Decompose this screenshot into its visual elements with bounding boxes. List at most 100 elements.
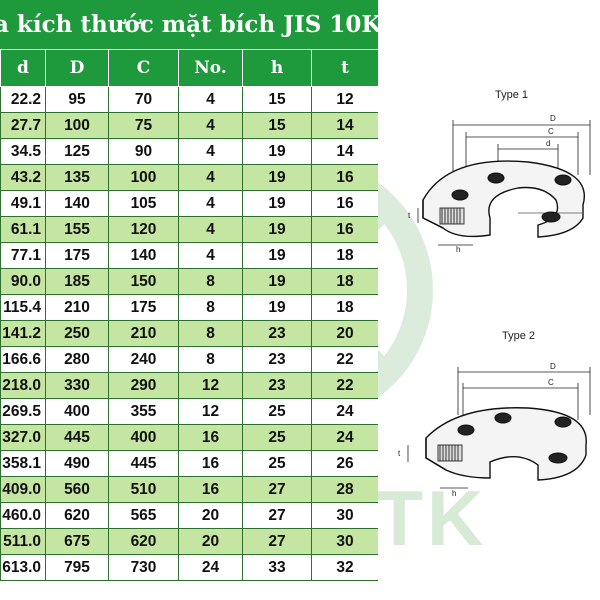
type2-dim-C: C (548, 378, 554, 387)
cell-D: 560 (45, 476, 109, 503)
cell-D: 675 (45, 528, 109, 555)
cell-d: 49.1 (0, 190, 46, 217)
cell-D: 490 (45, 450, 109, 477)
column-header-C: C (108, 49, 179, 87)
cell-h: 27 (242, 528, 312, 555)
cell-C: 730 (108, 554, 179, 581)
cell-D: 620 (45, 502, 109, 529)
cell-D: 210 (45, 294, 109, 321)
type2-dim-h: h (452, 489, 456, 498)
cell-h: 19 (242, 216, 312, 243)
cell-t: 18 (311, 242, 378, 269)
cell-h: 19 (242, 190, 312, 217)
cell-t: 30 (311, 502, 378, 529)
cell-h: 23 (242, 320, 312, 347)
cell-d: 34.5 (0, 138, 46, 165)
column-header-d: d (0, 49, 46, 87)
cell-C: 400 (108, 424, 179, 451)
cell-h: 19 (242, 164, 312, 191)
cell-no: 4 (178, 86, 243, 113)
cell-C: 510 (108, 476, 179, 503)
cell-C: 105 (108, 190, 179, 217)
cell-t: 18 (311, 268, 378, 295)
cell-D: 445 (45, 424, 109, 451)
cell-C: 140 (108, 242, 179, 269)
table-title: a kích thước mặt bích JIS 10K (0, 0, 378, 49)
column-header-no: No. (178, 49, 243, 87)
cell-no: 24 (178, 554, 243, 581)
flange-size-table: a kích thước mặt bích JIS 10K d D C No. … (0, 0, 378, 581)
cell-t: 22 (311, 346, 378, 373)
cell-no: 20 (178, 528, 243, 555)
cell-t: 22 (311, 372, 378, 399)
cell-no: 8 (178, 268, 243, 295)
cell-d: 327.0 (0, 424, 46, 451)
type1-dim-D: D (550, 114, 556, 123)
cell-d: 358.1 (0, 450, 46, 477)
cell-C: 70 (108, 86, 179, 113)
cell-h: 19 (242, 268, 312, 295)
cell-h: 23 (242, 346, 312, 373)
cell-no: 8 (178, 346, 243, 373)
cell-D: 125 (45, 138, 109, 165)
cell-d: 409.0 (0, 476, 46, 503)
cell-C: 120 (108, 216, 179, 243)
cell-D: 400 (45, 398, 109, 425)
cell-h: 19 (242, 242, 312, 269)
cell-d: 269.5 (0, 398, 46, 425)
cell-D: 175 (45, 242, 109, 269)
cell-C: 100 (108, 164, 179, 191)
cell-D: 250 (45, 320, 109, 347)
cell-D: 135 (45, 164, 109, 191)
cell-no: 12 (178, 398, 243, 425)
cell-no: 8 (178, 294, 243, 321)
cell-C: 445 (108, 450, 179, 477)
type1-flange-drawing: D C d t h (408, 114, 591, 254)
cell-no: 4 (178, 190, 243, 217)
column-header-D: D (45, 49, 109, 87)
cell-d: 115.4 (0, 294, 46, 321)
cell-no: 4 (178, 216, 243, 243)
type1-dim-t: t (408, 211, 411, 220)
cell-D: 95 (45, 86, 109, 113)
cell-C: 355 (108, 398, 179, 425)
cell-h: 19 (242, 138, 312, 165)
cell-h: 33 (242, 554, 312, 581)
cell-t: 12 (311, 86, 378, 113)
cell-C: 290 (108, 372, 179, 399)
cell-d: 27.7 (0, 112, 46, 139)
cell-t: 14 (311, 112, 378, 139)
type1-dim-h: h (456, 245, 460, 254)
cell-d: 43.2 (0, 164, 46, 191)
cell-h: 19 (242, 294, 312, 321)
cell-no: 16 (178, 424, 243, 451)
cell-h: 27 (242, 502, 312, 529)
cell-t: 24 (311, 398, 378, 425)
cell-h: 25 (242, 424, 312, 451)
cell-C: 150 (108, 268, 179, 295)
cell-h: 15 (242, 112, 312, 139)
cell-D: 140 (45, 190, 109, 217)
cell-no: 16 (178, 450, 243, 477)
type2-dim-D: D (550, 362, 556, 371)
type2-label: Type 2 (502, 330, 536, 342)
cell-no: 4 (178, 112, 243, 139)
cell-t: 28 (311, 476, 378, 503)
cell-d: 141.2 (0, 320, 46, 347)
cell-D: 185 (45, 268, 109, 295)
type1-dim-C: C (548, 127, 554, 136)
cell-C: 75 (108, 112, 179, 139)
cell-D: 100 (45, 112, 109, 139)
type2-flange-drawing: D C t h (398, 362, 591, 498)
